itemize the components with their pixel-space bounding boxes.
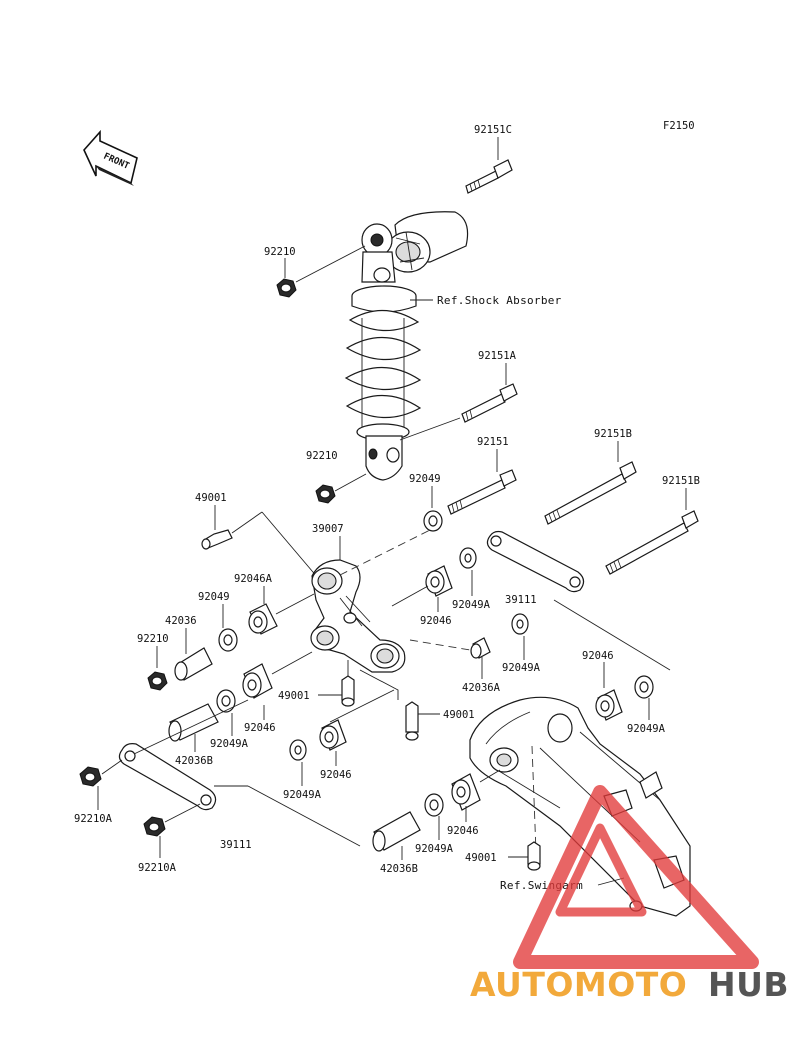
nut-92210-lower — [315, 484, 336, 504]
label-92046-a: 92046 — [420, 615, 452, 627]
bearing-92046-d — [595, 689, 623, 721]
label-92049a-e: 92049A — [627, 723, 666, 735]
swingarm — [469, 696, 691, 917]
sleeve-42036b-left — [168, 703, 219, 742]
tie-rod-39111-upper — [486, 530, 585, 593]
label-39111-lower: 39111 — [220, 839, 252, 851]
label-92210a-bottom: 92210A — [138, 862, 177, 874]
label-39111-upper: 39111 — [505, 594, 537, 606]
sleeve-42036a — [470, 637, 491, 659]
nut-92210-left — [147, 671, 168, 691]
label-92049-left: 92049 — [198, 591, 230, 603]
bearing-92046-c — [319, 719, 347, 751]
bearing-92046-b — [242, 663, 273, 699]
watermark-text-left: AUTOMOTO — [470, 965, 687, 1004]
tie-rod-39111-lower — [118, 743, 217, 811]
bolt-92151c — [465, 159, 513, 194]
label-92210-upper: 92210 — [264, 246, 296, 258]
grease-nipple-49001-c — [405, 701, 419, 741]
label-42036a: 42036A — [462, 682, 501, 694]
shock-absorber — [344, 211, 469, 481]
label-92210a-left: 92210A — [74, 813, 113, 825]
grease-nipple-49001-b — [341, 675, 355, 707]
label-92049a-b: 92049A — [502, 662, 541, 674]
nut-92210-upper — [276, 278, 297, 298]
figure-code: F2150 — [663, 120, 695, 132]
label-92046-d: 92046 — [582, 650, 614, 662]
label-92210-left: 92210 — [137, 633, 169, 645]
bearing-92046-a — [425, 565, 453, 597]
bearing-92046a — [248, 603, 278, 635]
label-92151a: 92151A — [478, 350, 517, 362]
front-arrow-icon: FRONT — [83, 129, 138, 186]
label-39007: 39007 — [312, 523, 344, 535]
label-42036: 42036 — [165, 615, 197, 627]
label-49001-d: 49001 — [465, 852, 497, 864]
nut-92210a-bottom — [143, 816, 166, 837]
label-92151c: 92151C — [474, 124, 512, 136]
bolt-92151b-upper — [544, 461, 637, 525]
sleeve-42036b-bottom — [372, 811, 421, 852]
label-92049a-a: 92049A — [452, 599, 491, 611]
label-42036b-bottom: 42036B — [380, 863, 418, 875]
bearing-92046-e — [451, 773, 481, 811]
collar-92049a-d — [289, 739, 307, 761]
bolt-92151a — [461, 383, 518, 423]
collar-92049a-e — [634, 675, 654, 699]
label-42036b-left: 42036B — [175, 755, 213, 767]
label-92210-lower: 92210 — [306, 450, 338, 462]
label-92046a: 92046A — [234, 573, 273, 585]
collar-92049a-b — [511, 613, 529, 635]
collar-92049-left — [218, 628, 238, 652]
label-92049a-f: 92049A — [415, 843, 454, 855]
watermark-text-right: HUB — [708, 965, 789, 1004]
collar-92049a-c — [216, 689, 236, 713]
label-92046-e: 92046 — [447, 825, 479, 837]
label-92049a-c: 92049A — [210, 738, 249, 750]
label-92151b-lower: 92151B — [662, 475, 700, 487]
nut-92210a-left — [79, 766, 102, 787]
collar-92049a-a — [459, 547, 477, 569]
label-92046-c: 92046 — [320, 769, 352, 781]
label-49001-b: 49001 — [278, 690, 310, 702]
bolt-92151 — [447, 469, 517, 515]
ref-shock-absorber: Ref.Shock Absorber — [437, 294, 562, 307]
label-92049: 92049 — [409, 473, 441, 485]
label-49001-c: 49001 — [443, 709, 475, 721]
collar-92049a-f — [424, 793, 444, 817]
label-92151b-upper: 92151B — [594, 428, 632, 440]
sleeve-42036 — [174, 647, 213, 681]
collar-92049 — [423, 510, 443, 532]
label-92151: 92151 — [477, 436, 509, 448]
grease-nipple-49001-a — [201, 529, 233, 550]
grease-nipple-49001-d — [527, 841, 541, 871]
label-92046-b: 92046 — [244, 722, 276, 734]
label-92049a-d: 92049A — [283, 789, 322, 801]
label-49001-a: 49001 — [195, 492, 227, 504]
rocker-arm-39007 — [310, 559, 406, 673]
bolt-92151b-lower — [605, 510, 699, 575]
watermark-logo — [513, 785, 759, 969]
